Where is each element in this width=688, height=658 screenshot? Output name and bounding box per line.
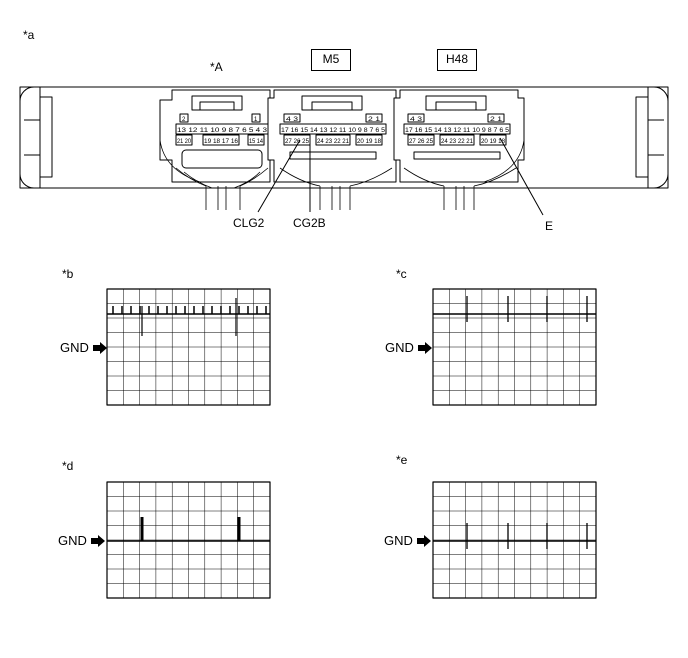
- svg-text:27 26 25: 27 26 25: [409, 139, 434, 145]
- svg-text:2 1: 2 1: [368, 117, 381, 123]
- arrow-right-icon: [90, 535, 105, 547]
- arrow-right-icon: [417, 342, 432, 354]
- oscilloscope-screens: [106, 288, 597, 599]
- gnd-marker-c: GND: [385, 340, 432, 356]
- svg-text:20 19 18: 20 19 18: [357, 139, 382, 145]
- connector-label-h48: H48: [437, 49, 477, 71]
- panel-label-d: *d: [62, 459, 74, 473]
- scope-screen-e: [432, 481, 597, 599]
- e-leader: [499, 137, 544, 216]
- panel-label-a: *a: [23, 28, 35, 42]
- panel-label-c: *c: [396, 267, 407, 281]
- svg-text:4 3: 4 3: [410, 117, 423, 123]
- connector-a-pins: 2 1 13 12 11 10 9 8 7 6 5 4 3 21 20 19 18…: [177, 117, 268, 145]
- connector-a: [159, 89, 279, 183]
- gnd-label: GND: [60, 340, 89, 355]
- arrow-right-icon: [416, 535, 431, 547]
- connector-label-a: *A: [210, 60, 223, 74]
- wire-harness: [159, 139, 525, 210]
- svg-text:24 23 22 21: 24 23 22 21: [441, 139, 474, 145]
- gnd-label: GND: [385, 340, 414, 355]
- clg2-leader: [257, 139, 301, 213]
- panel-label-b: *b: [62, 267, 74, 281]
- svg-text:13 12 11 10 9 8 7 6 5 4 3: 13 12 11 10 9 8 7 6 5 4 3: [177, 128, 268, 134]
- svg-text:20 19 18: 20 19 18: [481, 139, 506, 145]
- callout-lines: [257, 137, 544, 216]
- svg-text:4 3: 4 3: [286, 117, 299, 123]
- connector-h48-pins: 4 3 2 1 17 16 15 14 13 12 11 10 9 8 7 6 …: [405, 117, 510, 145]
- svg-text:15 14: 15 14: [249, 139, 264, 145]
- gnd-marker-e: GND: [384, 533, 431, 549]
- connector-m5-pins: 4 3 2 1 17 16 15 14 13 12 11 10 9 8 7 6 …: [281, 117, 386, 145]
- scope-screen-b: [106, 288, 271, 406]
- scope-screen-d: [106, 481, 271, 599]
- svg-text:27 26 25: 27 26 25: [285, 139, 310, 145]
- terminal-label-cg2b: CG2B: [293, 216, 326, 230]
- gnd-label: GND: [384, 533, 413, 548]
- svg-text:24 23 22 21: 24 23 22 21: [317, 139, 350, 145]
- connector-h48: [393, 89, 525, 183]
- gnd-label: GND: [58, 533, 87, 548]
- panel-label-e: *e: [396, 453, 408, 467]
- arrow-right-icon: [92, 342, 107, 354]
- connector-label-m5: M5: [311, 49, 351, 71]
- svg-text:2 1: 2 1: [490, 117, 503, 123]
- svg-text:21 20: 21 20: [177, 139, 192, 145]
- svg-text:19 18 17 16: 19 18 17 16: [204, 139, 239, 145]
- svg-text:2: 2: [182, 117, 186, 123]
- gnd-marker-b: GND: [60, 340, 107, 356]
- ecu-body: [19, 86, 669, 189]
- terminal-label-clg2: CLG2: [233, 216, 265, 230]
- gnd-marker-d: GND: [58, 533, 105, 549]
- svg-text:17 16 15 14 13 12 11 10 9 8 7: 17 16 15 14 13 12 11 10 9 8 7 6 5: [281, 128, 386, 134]
- scope-screen-c: [432, 288, 597, 406]
- terminal-label-e: E: [545, 219, 554, 233]
- svg-text:1: 1: [254, 117, 258, 123]
- connector-m5: [267, 89, 403, 183]
- svg-text:17 16 15 14 13 12 11 10 9 8 7: 17 16 15 14 13 12 11 10 9 8 7 6 5: [405, 128, 510, 134]
